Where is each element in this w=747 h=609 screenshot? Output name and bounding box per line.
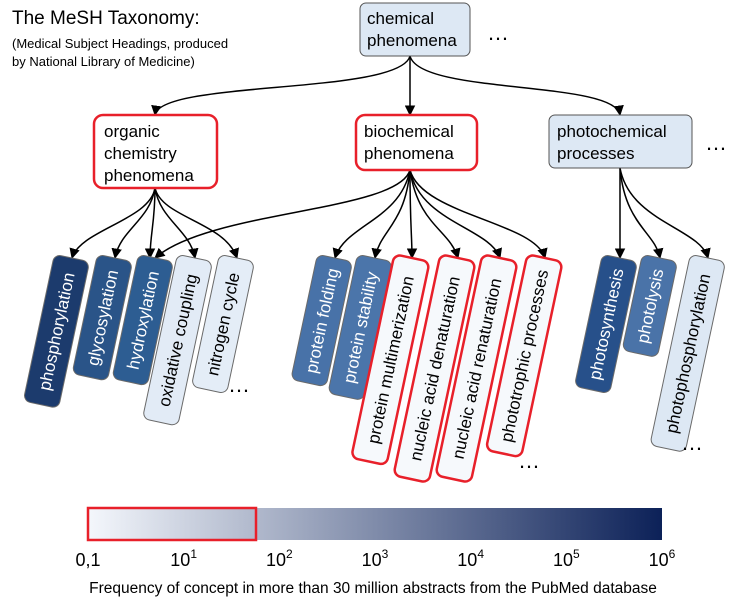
leaf-nucleic-acid-renaturation-box [435,254,518,483]
edges [69,55,711,260]
category-biochemical-label-line-2: phenomena [364,144,454,163]
leaf-nitrogen-cycle-box [192,255,254,393]
category-organic-chemistry-phenomena: organic chemistry phenomena [92,113,219,190]
frequency-colorbar: 0,1 101 102 103 104 105 106 Frequency of conce… [75,506,676,597]
edge-organic-nitrogen [154,187,239,259]
edge-biochem-renaturation [409,169,502,259]
edge-biochem-hydroxylation [154,169,411,259]
edge-organic-phosphorylation [69,187,156,260]
leaf-phosphorylation-box [24,255,89,408]
edge-organic-oxidative [154,187,199,260]
colorbar-tick-label: 101 [170,547,197,570]
edge-root-organic [151,55,411,117]
colorbar-gradient [88,508,662,540]
leaf-phototrophic-processes-box [485,254,563,458]
leaf-hydroxylation-box [112,255,173,386]
category-photochemical-processes: photochemical processes [548,114,693,169]
edge-biochem-multimerization [406,169,418,260]
subtitle-line-1: (Medical Subject Headings, produced [12,36,228,51]
category-organic-label-line-1: organic [104,122,160,141]
leaf-protein-folding-box [291,255,352,387]
edge-photo-photolysis [619,167,664,260]
leaf-nucleic-acid-denaturation-box [393,254,476,483]
leaf-photophosphorylation-box [650,255,725,452]
edge-photo-photophosphorylation [619,167,711,260]
category-biochemical-label-line-1: biochemical [364,122,454,141]
category-organic-label-line-3: phenomena [104,166,194,185]
colorbar-tick-label: 102 [266,547,293,570]
edge-biochem-denaturation [409,169,461,260]
colorbar-tick-label: 105 [553,547,580,570]
subtitle-line-2: by National Library of Medicine) [12,54,195,69]
colorbar-tick-labels: 0,1 101 102 103 104 105 106 [75,547,675,570]
edge-organic-glycosylation [111,187,156,260]
edge-biochem-protein-stability [371,169,411,260]
root-node-box [359,2,471,57]
root-node: chemical phenomena [359,2,471,57]
photochemical-ellipsis: … [705,130,727,155]
colorbar-tick-label: 106 [649,547,676,570]
colorbar-tick-label: 104 [457,547,484,570]
leaf-photolysis: photolysis [622,255,677,357]
edge-organic-hydroxylation [144,187,156,260]
colorbar-tick-label: 103 [362,547,389,570]
leaf-nodes: phosphorylation glycosylation hydroxylat… [24,254,725,483]
category-biochemical-phenomena: biochemical phenomena [354,113,479,172]
category-photochemical-box [548,114,693,169]
leaf-photolysis-box [622,255,677,357]
colorbar-caption: Frequency of concept in more than 30 mil… [89,580,657,597]
edge-biochem-phototrophic [409,169,548,260]
root-node-label-line-2: phenomena [367,31,457,50]
leaf-protein-multimerization-box [351,254,430,466]
biochemical-leaves-ellipsis: … [518,448,540,473]
photochemical-leaves-ellipsis: … [681,430,703,455]
root-ellipsis: … [487,20,509,45]
edge-biochem-protein-folding [332,169,411,260]
colorbar-low-range-highlight [86,506,258,542]
root-node-label-line-1: chemical [367,9,434,28]
leaf-photosynthesis-box [575,255,637,393]
leaf-phosphorylation: phosphorylation [24,255,89,408]
category-biochemical-box [354,113,479,172]
colorbar-tick-label: 0,1 [75,550,100,570]
category-photochemical-label-line-1: photochemical [557,122,667,141]
page-title: The MeSH Taxonomy: [12,8,200,29]
organic-leaves-ellipsis: … [228,372,250,397]
leaf-oxidative-coupling-box [143,255,212,426]
edge-root-photochemical [409,55,624,117]
leaf-glycosylation-box [72,255,132,381]
category-photochemical-label-line-2: processes [557,144,634,163]
category-organic-box [92,113,219,190]
category-organic-label-line-2: chemistry [104,144,177,163]
